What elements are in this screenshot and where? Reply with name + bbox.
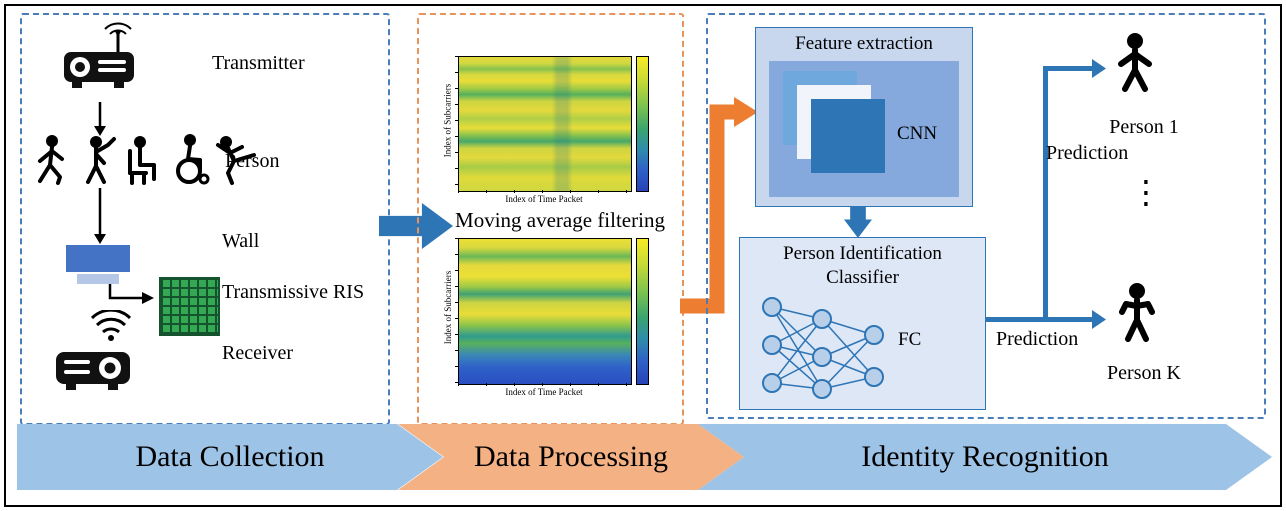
identity-recognition-panel [706, 13, 1266, 419]
person-sitting-icon [128, 136, 156, 185]
cnn-block: CNN [769, 61, 959, 197]
heatmap-ylabel: Index of Subcarriers [443, 270, 453, 345]
person-wheelchair-icon [176, 134, 210, 185]
person-k-label: Person K [1107, 362, 1181, 384]
wifi-icon [90, 310, 132, 341]
banner-data-collection: Data Collection [17, 424, 443, 490]
classifier-title-line1: Person Identification [783, 243, 942, 264]
banner-data-collection-label: Data Collection [135, 440, 325, 473]
person-1-icon [1118, 33, 1152, 92]
classifier-box: Person Identification Classifier FC [739, 237, 986, 410]
filtering-label: Moving average filtering [455, 208, 665, 232]
output-line-vertical [1043, 66, 1048, 322]
ris-label: Transmissive RIS [222, 281, 365, 303]
csi-heatmap-raw [458, 56, 632, 192]
person-pointing-icon [86, 136, 116, 184]
x-axis-ticks [458, 190, 630, 193]
transmissive-ris-shape [159, 277, 220, 336]
colorbar [636, 238, 649, 385]
person-1-label: Person 1 [1109, 116, 1179, 138]
banner-identity-recognition-label: Identity Recognition [861, 440, 1109, 473]
wall-shape [66, 245, 130, 272]
y-axis-ticks [455, 56, 458, 190]
cnn-label: CNN [897, 123, 938, 144]
output-line-horizontal [986, 317, 1094, 322]
output-line-top [1043, 66, 1094, 71]
receiver-label: Receiver [222, 342, 294, 364]
transmitter-label: Transmitter [212, 52, 305, 74]
heatmap-xlabel: Index of Time Packet [505, 194, 583, 204]
wall-base-shape [77, 274, 119, 284]
heatmap-ylabel: Index of Subcarriers [442, 83, 453, 158]
y-axis-ticks [455, 238, 458, 383]
colorbar [636, 56, 649, 192]
csi-heatmap-filtered [458, 238, 632, 385]
fc-label: FC [898, 329, 922, 350]
transmitter-icon [64, 22, 134, 88]
wall-label: Wall [222, 230, 260, 252]
person-k-icon [1119, 283, 1155, 342]
processing-to-recognition-arrow [680, 97, 758, 314]
persons-ellipsis: ⋮ [1130, 173, 1162, 211]
x-axis-ticks [458, 383, 630, 386]
classifier-title-line2: Classifier [826, 267, 899, 288]
prediction-bottom-label: Prediction [996, 328, 1079, 350]
prediction-top-label: Prediction [1046, 142, 1129, 164]
fc-network-icon [762, 297, 884, 399]
banner-identity-recognition: Identity Recognition [698, 424, 1272, 490]
receiver-icon [56, 352, 130, 390]
feature-extraction-title: Feature extraction [795, 33, 933, 54]
down-arrow-icon [94, 188, 106, 244]
figure-border [4, 4, 1282, 507]
person-kicking-icon [216, 136, 256, 185]
person-walking-icon [38, 135, 64, 185]
down-arrow-icon [94, 102, 106, 136]
person-label: Person [225, 150, 280, 172]
banner-data-processing: Data Processing [398, 424, 744, 490]
heatmap-xlabel: Index of Time Packet [505, 387, 583, 397]
cnn-layer-front [811, 99, 885, 173]
banner-data-processing-label: Data Processing [473, 440, 669, 473]
feature-extraction-box: Feature extraction CNN [755, 27, 973, 207]
elbow-arrow-icon [108, 284, 154, 304]
